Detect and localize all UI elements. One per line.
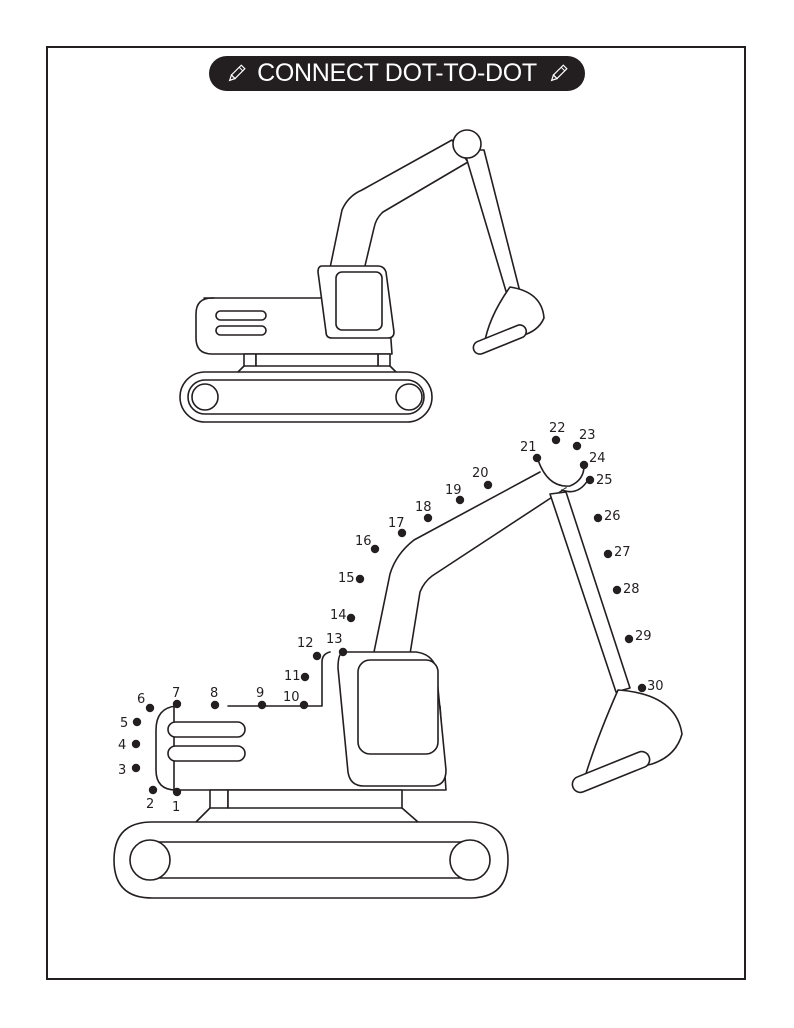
- dot-4: [131, 739, 141, 749]
- dot-11: [300, 672, 310, 682]
- dot-19: [455, 495, 465, 505]
- dot-14: [346, 613, 356, 623]
- dot-29: [624, 634, 634, 644]
- dot-25: [585, 475, 595, 485]
- dot-23: [572, 441, 582, 451]
- dot-label-29: 29: [635, 629, 652, 644]
- page-title: CONNECT DOT-TO-DOT: [257, 59, 537, 87]
- dot-label-14: 14: [330, 608, 347, 623]
- dot-10: [299, 700, 309, 710]
- dot-5: [132, 717, 142, 727]
- dot-label-23: 23: [579, 428, 596, 443]
- dot-label-24: 24: [589, 451, 606, 466]
- dot-12: [312, 651, 322, 661]
- dot-label-4: 4: [118, 738, 126, 753]
- dot-label-6: 6: [137, 692, 145, 707]
- dot-2: [148, 785, 158, 795]
- reference-excavator: [179, 129, 545, 423]
- dot-label-7: 7: [172, 686, 180, 701]
- pencil-icon: [228, 63, 246, 81]
- dot-label-19: 19: [445, 483, 462, 498]
- dot-label-17: 17: [388, 516, 405, 531]
- dot-21: [532, 453, 542, 463]
- dot-label-28: 28: [623, 582, 640, 597]
- dot-27: [603, 549, 613, 559]
- dot-26: [593, 513, 603, 523]
- dot-label-10: 10: [283, 690, 300, 705]
- dot-label-3: 3: [118, 763, 126, 778]
- dot-18: [423, 513, 433, 523]
- pencil-icon: [550, 63, 568, 81]
- dot-22: [551, 435, 561, 445]
- dot-label-21: 21: [520, 440, 537, 455]
- dot-label-11: 11: [284, 669, 301, 684]
- title-banner: CONNECT DOT-TO-DOT: [209, 56, 585, 91]
- dot-label-25: 25: [596, 473, 613, 488]
- dot-label-22: 22: [549, 421, 566, 436]
- dot-label-20: 20: [472, 466, 489, 481]
- dot-16: [370, 544, 380, 554]
- dot-label-12: 12: [297, 636, 314, 651]
- dot-8: [210, 700, 220, 710]
- dot-30: [637, 683, 647, 693]
- dot-6: [145, 703, 155, 713]
- dot-9: [257, 700, 267, 710]
- worksheet-border: [46, 46, 746, 980]
- dot-label-5: 5: [120, 716, 128, 731]
- dot-label-18: 18: [415, 500, 432, 515]
- dot-to-dot-excavator: [113, 459, 683, 899]
- dot-1: [172, 787, 182, 797]
- dot-24: [579, 460, 589, 470]
- dot-label-13: 13: [326, 632, 343, 647]
- dot-3: [131, 763, 141, 773]
- dot-7: [172, 699, 182, 709]
- dot-label-30: 30: [647, 679, 664, 694]
- dot-label-27: 27: [614, 545, 631, 560]
- dot-label-1: 1: [172, 800, 180, 815]
- dot-13: [338, 647, 348, 657]
- dot-28: [612, 585, 622, 595]
- dot-17: [397, 528, 407, 538]
- dot-label-16: 16: [355, 534, 372, 549]
- dot-label-8: 8: [210, 686, 218, 701]
- dot-label-2: 2: [146, 797, 154, 812]
- dot-label-15: 15: [338, 571, 355, 586]
- dot-label-9: 9: [256, 686, 264, 701]
- dot-20: [483, 480, 493, 490]
- dot-15: [355, 574, 365, 584]
- dot-label-26: 26: [604, 509, 621, 524]
